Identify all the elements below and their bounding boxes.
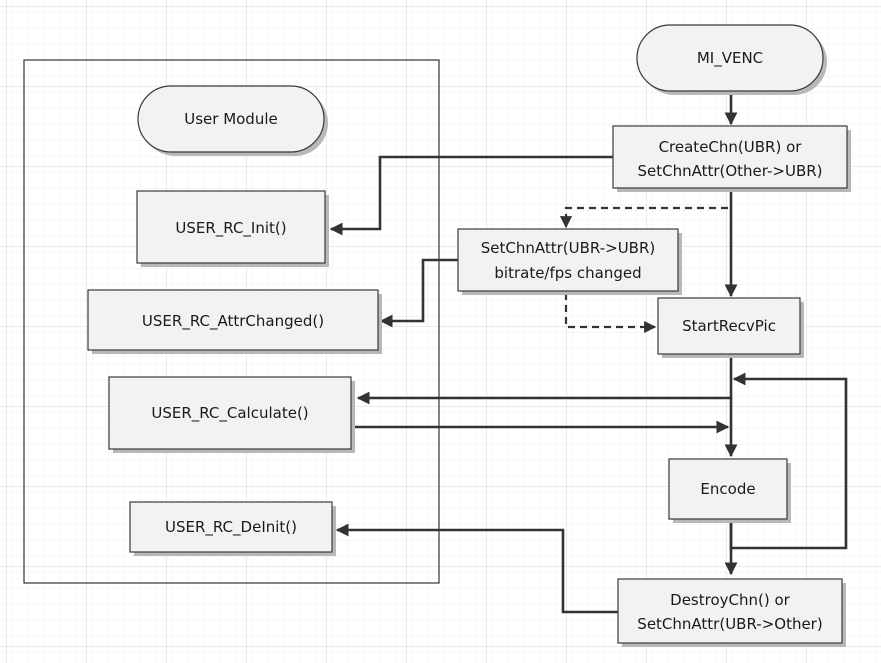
node-set-chn-attr-line2: bitrate/fps changed [494, 264, 641, 282]
node-destroy-chn-line2: SetChnAttr(UBR->Other) [637, 615, 822, 633]
node-start-recv-pic: StartRecvPic [657, 297, 804, 358]
node-user-rc-init: USER_RC_Init() [136, 190, 329, 267]
conn-dashed-to-setchnattr [559, 206, 728, 229]
node-encode-label: Encode [700, 480, 755, 498]
node-destroy-chn: DestroyChn() or SetChnAttr(UBR->Other) [617, 578, 846, 647]
conn-destroy-to-deinit [335, 523, 618, 614]
node-user-module: User Module [137, 85, 328, 156]
node-set-chn-attr-line1: SetChnAttr(UBR->UBR) [481, 239, 656, 257]
node-user-rc-deinit: USER_RC_DeInit() [129, 501, 336, 556]
node-mi-venc-label: MI_VENC [697, 49, 763, 68]
node-encode: Encode [668, 458, 791, 523]
node-create-chn-line1: CreateChn(UBR) or [659, 138, 803, 156]
node-set-chn-attr-ubr: SetChnAttr(UBR->UBR) bitrate/fps changed [457, 228, 682, 295]
node-user-rc-calculate: USER_RC_Calculate() [108, 376, 355, 453]
node-user-rc-attr-changed-label: USER_RC_AttrChanged() [142, 312, 324, 331]
user-module-frame [23, 59, 440, 584]
conn-createchn-to-init [329, 155, 613, 236]
node-create-chn: CreateChn(UBR) or SetChnAttr(Other->UBR) [612, 125, 851, 192]
conn-setchnattr-to-attrchanged [379, 258, 458, 328]
node-user-rc-calculate-label: USER_RC_Calculate() [151, 404, 308, 423]
node-mi-venc: MI_VENC [636, 24, 827, 95]
node-user-module-label: User Module [184, 110, 278, 128]
node-create-chn-line2: SetChnAttr(Other->UBR) [637, 162, 822, 180]
node-destroy-chn-line1: DestroyChn() or [670, 591, 791, 609]
node-user-rc-deinit-label: USER_RC_DeInit() [165, 518, 297, 537]
node-start-recv-pic-label: StartRecvPic [682, 317, 776, 335]
node-user-rc-attr-changed: USER_RC_AttrChanged() [87, 289, 382, 354]
node-user-rc-init-label: USER_RC_Init() [175, 219, 286, 238]
